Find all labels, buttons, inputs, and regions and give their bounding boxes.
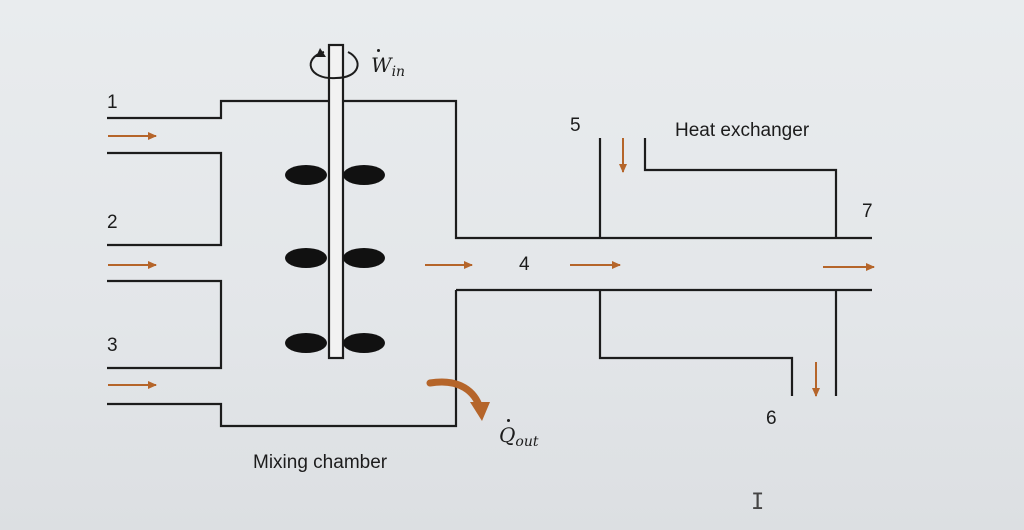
impeller-blade bbox=[343, 248, 385, 268]
inlet-2-lower-wall bbox=[107, 279, 223, 370]
impeller-blade bbox=[343, 165, 385, 185]
stirrer-shaft bbox=[327, 43, 345, 360]
stream-label-7: 7 bbox=[862, 201, 873, 222]
work-in-symbol: Win bbox=[371, 55, 405, 79]
mixing-chamber-label: Mixing chamber bbox=[253, 452, 388, 473]
stream-label-6: 6 bbox=[766, 408, 777, 429]
stream-label-4: 4 bbox=[519, 254, 530, 275]
heat-out-dot bbox=[507, 419, 510, 422]
work-in-dot bbox=[377, 49, 380, 52]
work-in-symbol-base: W bbox=[371, 53, 392, 77]
mixing-chamber-lower-outline bbox=[107, 288, 600, 428]
heat-out-symbol-sub: out bbox=[515, 434, 539, 450]
heat-out-arrow-head bbox=[470, 402, 490, 421]
heat-exchanger-shell-top bbox=[598, 138, 838, 238]
inlet-1-lower-wall bbox=[107, 151, 223, 247]
heat-out-symbol: Qout bbox=[499, 425, 538, 449]
impeller-blade bbox=[285, 248, 327, 268]
heat-out-symbol-base: Q bbox=[499, 423, 516, 447]
impeller-blade bbox=[285, 333, 327, 353]
stream-label-1: 1 bbox=[107, 92, 118, 113]
text-cursor-icon: I bbox=[751, 490, 765, 515]
rotation-arrow bbox=[309, 51, 359, 80]
heat-exchanger-shell-bottom bbox=[598, 290, 838, 396]
impeller-blade bbox=[343, 333, 385, 353]
stream-label-5: 5 bbox=[570, 115, 581, 136]
heat-exchanger-label: Heat exchanger bbox=[675, 120, 810, 141]
work-in-symbol-sub: in bbox=[391, 64, 406, 80]
impeller-blade bbox=[285, 165, 327, 185]
stirrer bbox=[285, 43, 385, 360]
rotation-arrow-head bbox=[316, 48, 326, 57]
stream-label-3: 3 bbox=[107, 335, 118, 356]
stream-label-2: 2 bbox=[107, 212, 118, 233]
